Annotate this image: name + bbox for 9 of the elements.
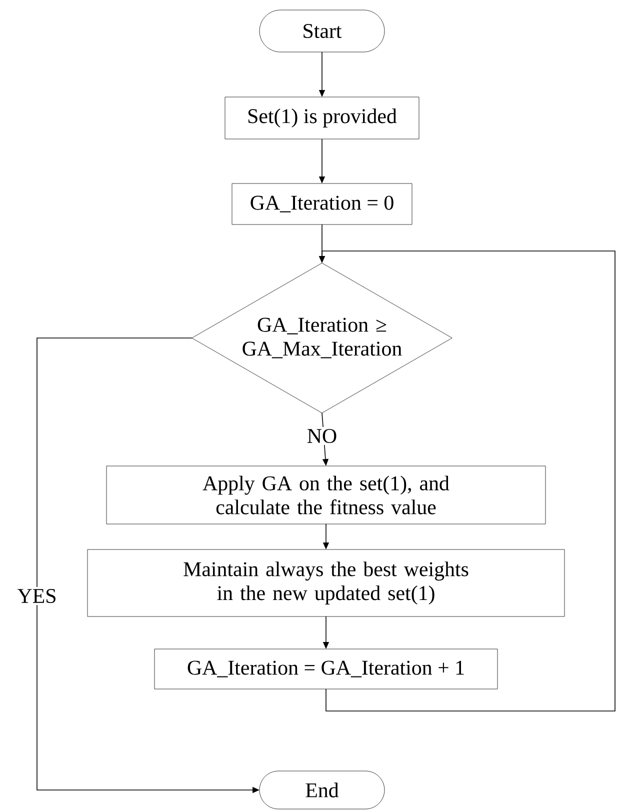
process-box: Set(1) is provided bbox=[224, 96, 420, 140]
terminal-box: Start bbox=[259, 10, 385, 52]
process-box: Apply GA on the set(1), and calculate the fitness value bbox=[106, 466, 546, 524]
process-box: GA_Iteration = 0 bbox=[232, 183, 412, 225]
terminal-box: End bbox=[259, 770, 385, 810]
process-box: Maintain always the best weights in the new updated set(1) bbox=[87, 549, 565, 617]
process-box: GA_Iteration = GA_Iteration + 1 bbox=[154, 648, 498, 690]
edge-label: NO bbox=[304, 426, 340, 446]
edge-label: YES bbox=[15, 586, 59, 606]
